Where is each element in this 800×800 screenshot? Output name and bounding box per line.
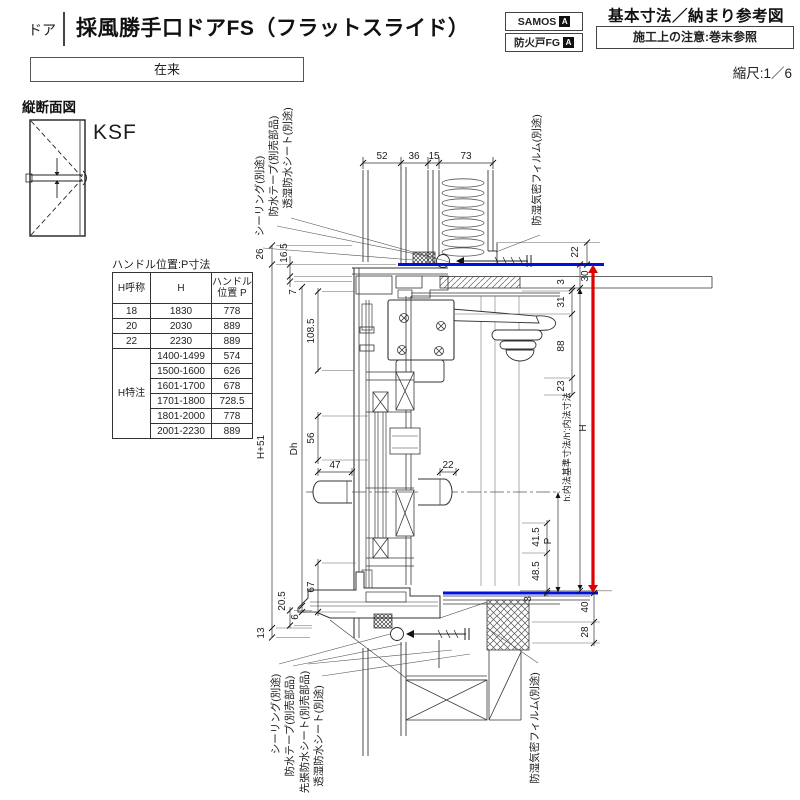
dim-88: 88 xyxy=(556,340,567,352)
leader-lines-bottom xyxy=(278,627,539,677)
screw-bottom xyxy=(406,628,470,640)
dim-h-plus-51: H+51 xyxy=(256,434,267,459)
floor-bottom xyxy=(329,595,590,756)
dim-41-5: 41.5 xyxy=(531,527,542,547)
dim-40: 40 xyxy=(580,601,591,613)
dim-22-handle: 22 xyxy=(442,460,454,471)
dim-6: 6 xyxy=(290,614,301,620)
dim-108-5: 108.5 xyxy=(306,318,317,343)
badge-samos: SAMOS A xyxy=(505,12,583,31)
dim-3-bottom: 3 xyxy=(523,596,534,602)
product-badges: SAMOS A 防火戸FG A xyxy=(505,12,583,52)
handle-position-table: H呼称 H ハンドル 位置 P 18 1830 778 20 2030 889 … xyxy=(112,272,253,439)
dim-67: 67 xyxy=(306,581,317,593)
dim-16-5: 16.5 xyxy=(279,243,290,263)
leader-lines-top xyxy=(262,217,541,263)
handle-table-title: ハンドル位置:P寸法 xyxy=(112,259,211,271)
dim-p: P xyxy=(543,537,554,544)
table-row: 1701-1800 728.5 xyxy=(113,393,253,409)
dim-31: 31 xyxy=(556,296,567,308)
col-header-p: ハンドル 位置 P xyxy=(211,272,253,304)
dim-52: 52 xyxy=(376,151,388,162)
special-order-cell: H特注 xyxy=(112,348,151,439)
badge-fireproof-mark: A xyxy=(563,37,575,48)
dim-chains-right xyxy=(543,239,598,647)
table-row: 1601-1700 678 xyxy=(113,378,253,394)
dim-48-5: 48.5 xyxy=(531,561,542,581)
table-row: H特注 1400-1499 574 xyxy=(112,348,253,439)
dim-wall-widths xyxy=(359,157,497,169)
header-divider xyxy=(63,12,65,46)
door-panel xyxy=(353,268,421,638)
label-sealing-top: シーリング(別途) xyxy=(253,156,266,237)
page-title: 採風勝手口ドアFS（フラットスライド） xyxy=(76,17,470,40)
dim-20-5: 20.5 xyxy=(277,591,288,611)
label-breathable-sheet-top: 透湿防水シート(別途) xyxy=(281,107,294,209)
scale-label: 縮尺:1／6 xyxy=(732,66,792,81)
badge-fireproof: 防火戸FG A xyxy=(505,33,583,52)
badge-samos-mark: A xyxy=(559,16,571,27)
construction-type-box: 在来 xyxy=(30,57,304,82)
dim-chains-left xyxy=(268,242,322,641)
dim-13: 13 xyxy=(256,627,267,639)
label-vapor-barrier-top: 防湿気密フィルム(別途) xyxy=(530,114,543,226)
dim-dh: Dh xyxy=(289,443,300,456)
label-waterproof-tape-bottom: 防水テープ(別売部品) xyxy=(283,676,296,777)
table-row: 20 2030 889 xyxy=(112,318,253,334)
dim-overall-height-h xyxy=(588,264,598,593)
dim-7: 7 xyxy=(288,289,299,295)
dim-3-top: 3 xyxy=(556,279,567,285)
table-row: 22 2230 889 xyxy=(112,333,253,349)
door-handle xyxy=(306,478,560,506)
dim-handle xyxy=(314,468,460,476)
dim-56: 56 xyxy=(306,432,317,444)
badge-samos-label: SAMOS xyxy=(517,15,557,28)
wall-top xyxy=(362,167,498,264)
dim-30: 30 xyxy=(580,270,591,282)
ksf-model-label: KSF xyxy=(93,121,137,144)
dim-h-note: h:内法基準寸法/h':内法寸法 xyxy=(561,392,572,501)
dim-h-label: H xyxy=(578,424,589,431)
dim-22-top: 22 xyxy=(570,246,581,258)
label-pre-waterproof-sheet-bottom: 先張防水シート(別売部品) xyxy=(298,671,311,794)
dim-26: 26 xyxy=(255,248,266,260)
dim-28: 28 xyxy=(580,626,591,638)
table-row: 1801-2000 778 xyxy=(113,408,253,424)
dim-36: 36 xyxy=(408,151,420,162)
dim-15: 15 xyxy=(428,151,440,162)
table-row: 2001-2230 889 xyxy=(113,423,253,439)
interior-floor xyxy=(411,276,713,297)
extension-lines xyxy=(276,242,612,644)
label-waterproof-tape-top: 防水テープ(別売部品) xyxy=(267,116,280,217)
label-breathable-sheet-bottom: 透湿防水シート(別途) xyxy=(312,685,325,787)
reference-title: 基本寸法／納まり参考図 xyxy=(607,8,784,25)
section-view-label: 縦断面図 xyxy=(22,100,76,115)
sill xyxy=(297,571,441,641)
dim-23: 23 xyxy=(556,380,567,392)
label-vapor-barrier-bottom: 防湿気密フィルム(別途) xyxy=(528,672,541,784)
door-closer xyxy=(359,299,557,383)
dim-47: 47 xyxy=(329,460,341,471)
construction-note: 施工上の注意:巻末参照 xyxy=(596,26,794,49)
dim-73: 73 xyxy=(460,151,472,162)
category-label: ドア xyxy=(28,22,56,38)
label-sealing-bottom: シーリング(別途) xyxy=(269,674,282,755)
ksf-door-schematic xyxy=(25,119,87,237)
insulation-batt-top xyxy=(441,178,485,257)
badge-fireproof-label: 防火戸FG xyxy=(513,37,561,49)
